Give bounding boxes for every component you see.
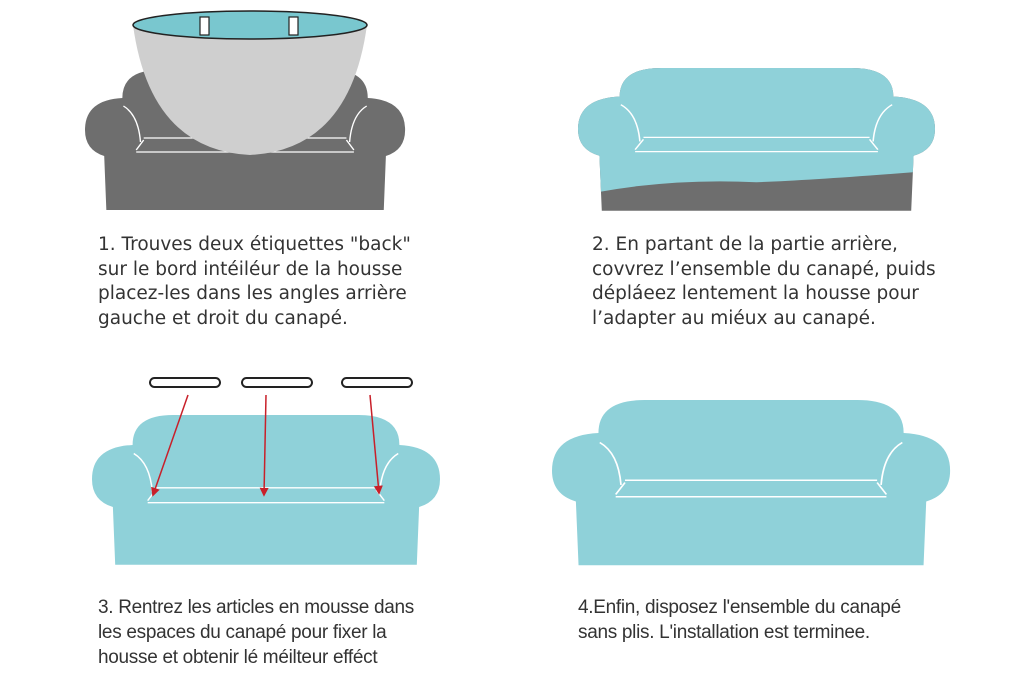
red-arrow [151, 394, 189, 497]
step-2-text: 2. En partant de la partie arrière, covv… [592, 233, 936, 331]
text-line: 4.Enfin, disposez l'ensemble du canapé [578, 597, 901, 618]
back-tag-icon [288, 16, 299, 36]
foam-stick [149, 377, 221, 388]
step-4-illustration [552, 400, 951, 566]
step-2-illustration [578, 68, 936, 211]
step-3-text: 3. Rentrez les articles en mousse dans l… [98, 595, 414, 670]
foam-stick [241, 377, 313, 388]
slipcover-opening [132, 10, 368, 40]
text-line: housse et obtenir lé méilteur efféct [98, 647, 378, 668]
text-line: sans plis. L'installation est terminee. [578, 622, 870, 643]
step-1-text: 1. Trouves deux étiquettes "back" sur le… [98, 233, 411, 331]
step-1-illustration [85, 10, 406, 210]
red-arrow [259, 394, 269, 497]
step-3-illustration [92, 377, 440, 565]
text-line: les espaces du canapé pour fixer la [98, 622, 387, 643]
slipcover-bowl [133, 25, 367, 155]
text-line: 1. Trouves deux étiquettes "back" [98, 234, 411, 255]
back-tag-icon [199, 16, 210, 36]
text-line: gauche et droit du canapé. [98, 307, 348, 329]
text-line: 3. Rentrez les articles en mousse dans [98, 597, 414, 618]
red-arrow [369, 394, 383, 495]
foam-stick [341, 377, 413, 388]
teal-cover [578, 68, 936, 196]
text-line: l’adapter au miéux au canapé. [592, 307, 876, 329]
covered-sofa [92, 415, 440, 565]
text-line: placez-les dans les angles arrière [98, 283, 407, 304]
text-line: dépláeez lentement la housse pour [592, 283, 919, 304]
text-line: sur le bord intéiléur de la housse [98, 258, 403, 280]
step-4-text: 4.Enfin, disposez l'ensemble du canapé s… [578, 595, 901, 645]
text-line: covvrez l’ensemble du canapé, puids [592, 258, 936, 280]
text-line: 2. En partant de la partie arrière, [592, 234, 898, 255]
